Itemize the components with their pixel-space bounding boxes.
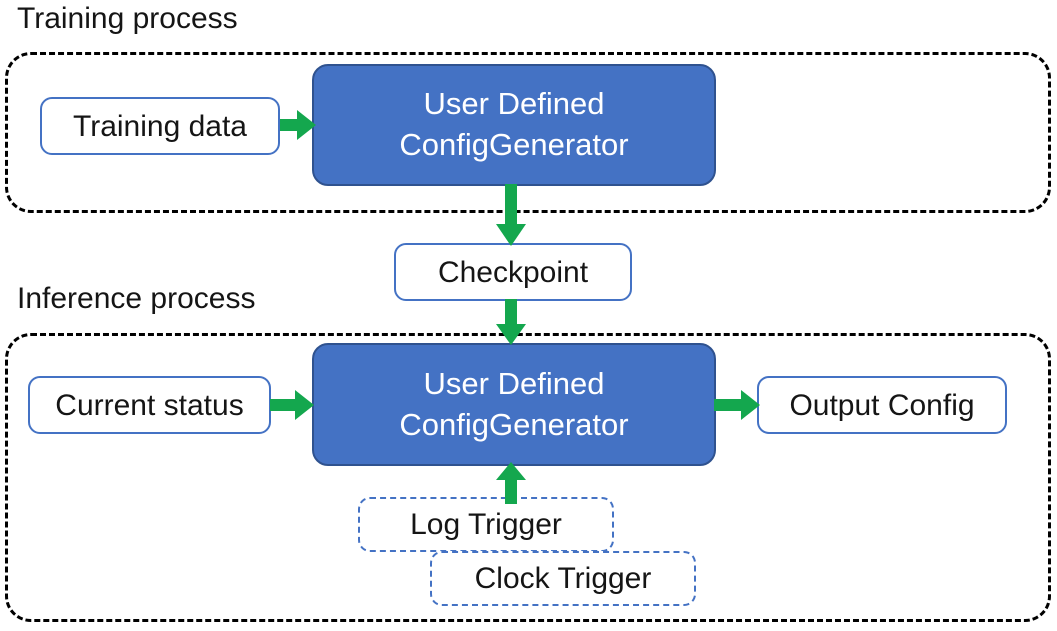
node-output-config[interactable]: Output Config bbox=[757, 376, 1007, 434]
node-output-config-label: Output Config bbox=[789, 388, 975, 422]
node-current-status[interactable]: Current status bbox=[28, 376, 271, 434]
node-clock-trigger-label: Clock Trigger bbox=[474, 562, 652, 595]
node-training-data-label: Training data bbox=[73, 109, 247, 143]
node-checkpoint[interactable]: Checkpoint bbox=[394, 243, 632, 301]
node-checkpoint-label: Checkpoint bbox=[437, 255, 589, 289]
inference-process-title: Inference process bbox=[17, 282, 256, 315]
node-user-defined-config-generator-inference[interactable]: User Defined ConfigGenerator bbox=[312, 343, 716, 466]
node-user-defined-config-generator-training[interactable]: User Defined ConfigGenerator bbox=[312, 64, 716, 186]
training-process-container bbox=[5, 52, 1051, 213]
node-clock-trigger[interactable]: Clock Trigger bbox=[430, 551, 696, 606]
generator-training-label-line1: User Defined bbox=[423, 86, 605, 122]
node-log-trigger[interactable]: Log Trigger bbox=[358, 497, 614, 552]
generator-inference-label-line2: ConfigGenerator bbox=[399, 406, 629, 442]
node-log-trigger-label: Log Trigger bbox=[410, 508, 562, 541]
node-training-data[interactable]: Training data bbox=[40, 97, 280, 155]
generator-training-label-line2: ConfigGenerator bbox=[399, 127, 629, 162]
inference-process-container bbox=[5, 333, 1051, 622]
generator-inference-label-line1: User Defined bbox=[423, 365, 605, 401]
node-current-status-label: Current status bbox=[55, 388, 244, 422]
training-process-title: Training process bbox=[17, 2, 238, 35]
